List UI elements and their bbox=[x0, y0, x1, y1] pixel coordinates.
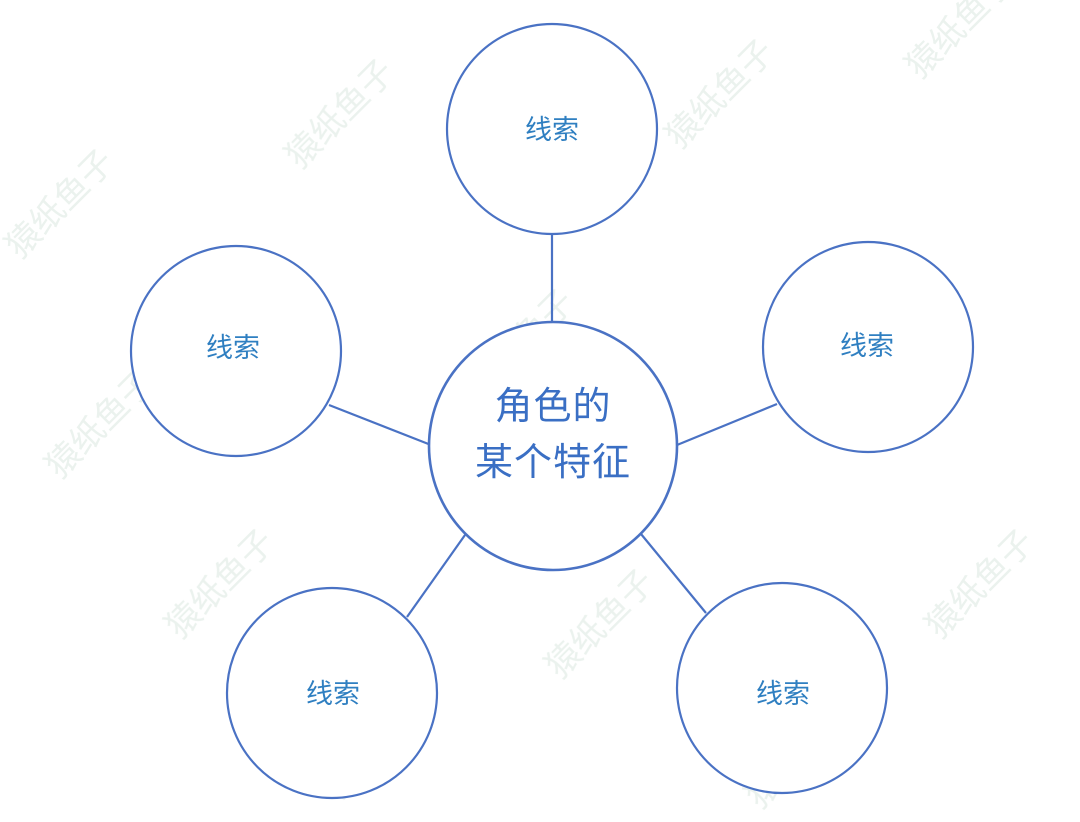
clue-node-bottom-left: 线索 bbox=[225, 586, 439, 800]
watermark-text: 猿纸鱼子 bbox=[918, 522, 1042, 646]
clue-node-bottom-right: 线索 bbox=[675, 581, 889, 795]
center-circle bbox=[427, 320, 679, 572]
clue-node-left: 线索 bbox=[129, 244, 343, 458]
connector-left bbox=[328, 403, 432, 447]
watermark-text: 猿纸鱼子 bbox=[898, 0, 1022, 86]
clue-circle bbox=[761, 240, 975, 454]
clue-node-top: 线索 bbox=[445, 22, 659, 236]
clue-label: 线索 bbox=[840, 331, 894, 362]
clue-label: 线索 bbox=[756, 679, 810, 710]
clue-label: 线索 bbox=[525, 115, 579, 146]
watermark-text: 猿纸鱼子 bbox=[278, 52, 402, 176]
watermark-text: 猿纸鱼子 bbox=[658, 32, 782, 156]
connector-bottom-left bbox=[406, 534, 466, 618]
connector-bottom-right bbox=[640, 533, 707, 614]
clue-node-right: 线索 bbox=[761, 240, 975, 454]
connector-right bbox=[676, 402, 778, 447]
clue-circle bbox=[129, 244, 343, 458]
clue-circle bbox=[225, 586, 439, 800]
center-label-line1: 角色的 bbox=[494, 384, 611, 428]
connector-lines bbox=[328, 235, 778, 618]
clue-label: 线索 bbox=[306, 679, 360, 710]
center-node: 角色的 某个特征 bbox=[427, 320, 679, 572]
center-label-line2: 某个特征 bbox=[475, 440, 631, 484]
clue-label: 线索 bbox=[206, 333, 260, 364]
clue-circle bbox=[445, 22, 659, 236]
watermark-text: 猿纸鱼子 bbox=[0, 142, 123, 266]
clue-circle bbox=[675, 581, 889, 795]
watermark-text: 猿纸鱼子 bbox=[538, 562, 662, 686]
